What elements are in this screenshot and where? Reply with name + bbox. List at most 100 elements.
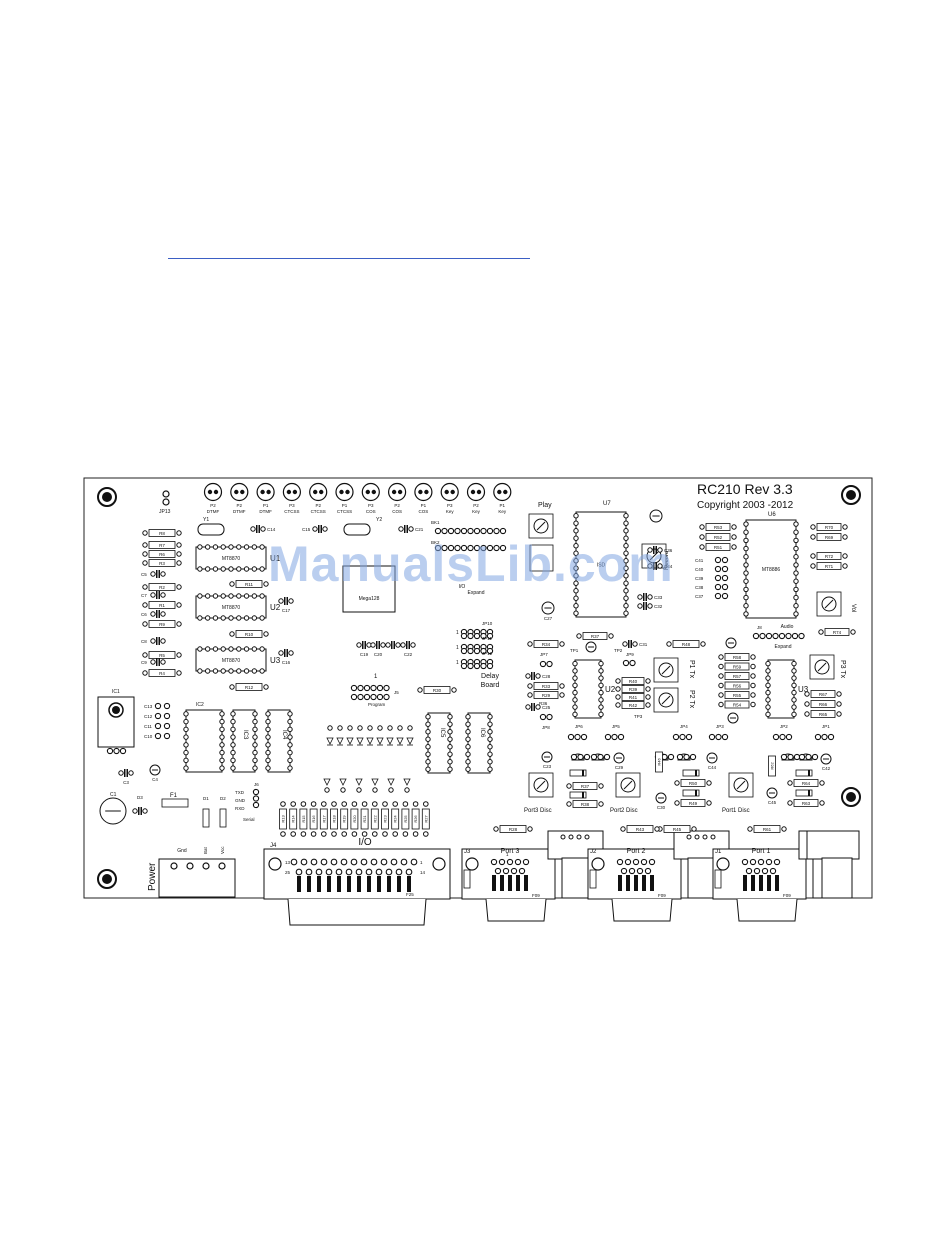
pad (404, 787, 410, 793)
header-pin (480, 544, 487, 552)
header-pin (460, 662, 468, 670)
db25-body (287, 898, 427, 926)
chip-pin (204, 646, 211, 652)
resistor-body (401, 808, 410, 830)
resistor-label: R21 (362, 815, 367, 823)
header-pin (780, 753, 788, 761)
pad (402, 831, 409, 837)
pad (810, 524, 816, 530)
header-pin (357, 684, 364, 692)
db-pin (365, 868, 373, 876)
connector-label: CTCSS (284, 509, 299, 514)
pad (818, 629, 824, 635)
pad (787, 780, 793, 786)
chip-pin (228, 544, 234, 550)
chip-pin (243, 615, 250, 621)
chip-pin (265, 765, 271, 771)
chip-pin (623, 595, 629, 601)
diode-band (582, 792, 584, 798)
chip-pin (183, 765, 189, 771)
ic3-ref: IC3 (242, 730, 248, 740)
chip-pin (230, 726, 236, 733)
chip-pin (236, 646, 242, 652)
connector-id: P3 (447, 503, 453, 508)
resistor-label: R13 (281, 815, 286, 823)
delay-label: Delay (481, 673, 499, 680)
pad (402, 801, 409, 807)
resistor-label: R74 (833, 630, 842, 635)
db-trace (650, 875, 654, 891)
connector-pin (292, 489, 298, 495)
chip-pin (743, 554, 749, 560)
diode-small (682, 769, 700, 777)
pad (566, 783, 572, 789)
db-trace (743, 875, 747, 891)
pad (632, 641, 638, 647)
pad (229, 581, 235, 587)
pad (162, 498, 170, 506)
cap-plate (531, 703, 533, 711)
pad (804, 691, 810, 697)
chip-pin (765, 697, 771, 703)
diode-small (569, 769, 587, 777)
connector-pin (319, 489, 324, 495)
pad (527, 692, 533, 698)
resistor-body (370, 808, 379, 830)
header-pin (499, 527, 507, 535)
db-trace (377, 876, 381, 892)
d1-label: D1 (203, 796, 209, 801)
resistor-body (423, 686, 451, 694)
pad (559, 641, 565, 647)
jp-label: JP12 (482, 651, 493, 656)
db-pin (380, 858, 388, 866)
chip-pin (465, 736, 471, 742)
chip-pin (623, 603, 629, 609)
resistor-label: R28 (509, 827, 518, 832)
chip-pin (287, 726, 293, 733)
header-pin (163, 712, 171, 720)
c1-label: C1 (110, 792, 117, 798)
pad (347, 725, 353, 731)
chip-pin (204, 544, 211, 550)
cap-plate (156, 570, 158, 578)
resistor-label: R66 (819, 702, 828, 707)
chip-pin (623, 520, 629, 526)
cap-plate (645, 602, 647, 610)
header-pin (714, 565, 722, 573)
db-trace (516, 875, 520, 891)
resistor-label: R34 (542, 642, 551, 647)
pad (750, 673, 756, 679)
resistor-label: R8 (159, 531, 165, 536)
txd-label: TXD (235, 790, 245, 795)
chip-pin (197, 566, 203, 572)
connector-jack (309, 482, 328, 502)
pad (176, 670, 182, 676)
connector-pin (391, 489, 397, 495)
chip-pin (793, 611, 799, 617)
chip-pin (743, 562, 749, 568)
connector-pin (213, 489, 219, 495)
connector-pin (345, 489, 350, 495)
chip-part: MT8870 (222, 605, 241, 611)
cap-plate (643, 602, 645, 610)
header-pin (447, 544, 455, 552)
chip-pin (425, 751, 431, 757)
chip-pin (572, 660, 578, 667)
header-pin (539, 660, 547, 668)
db-pin (330, 858, 338, 866)
pad (160, 592, 166, 598)
pad (615, 678, 621, 684)
db-pin (400, 858, 408, 866)
pad (356, 642, 362, 648)
pad (327, 725, 333, 731)
chip-pin (204, 615, 211, 621)
chip-pin (791, 697, 797, 703)
hyperlink-underline[interactable] (168, 258, 530, 259)
chip-pin (572, 711, 578, 718)
cap-label: C25 (542, 705, 551, 710)
db-pin (385, 868, 393, 876)
diode-symbol (336, 737, 344, 745)
pad (176, 652, 182, 658)
db-pin (640, 858, 648, 866)
resistor-body (810, 710, 836, 718)
